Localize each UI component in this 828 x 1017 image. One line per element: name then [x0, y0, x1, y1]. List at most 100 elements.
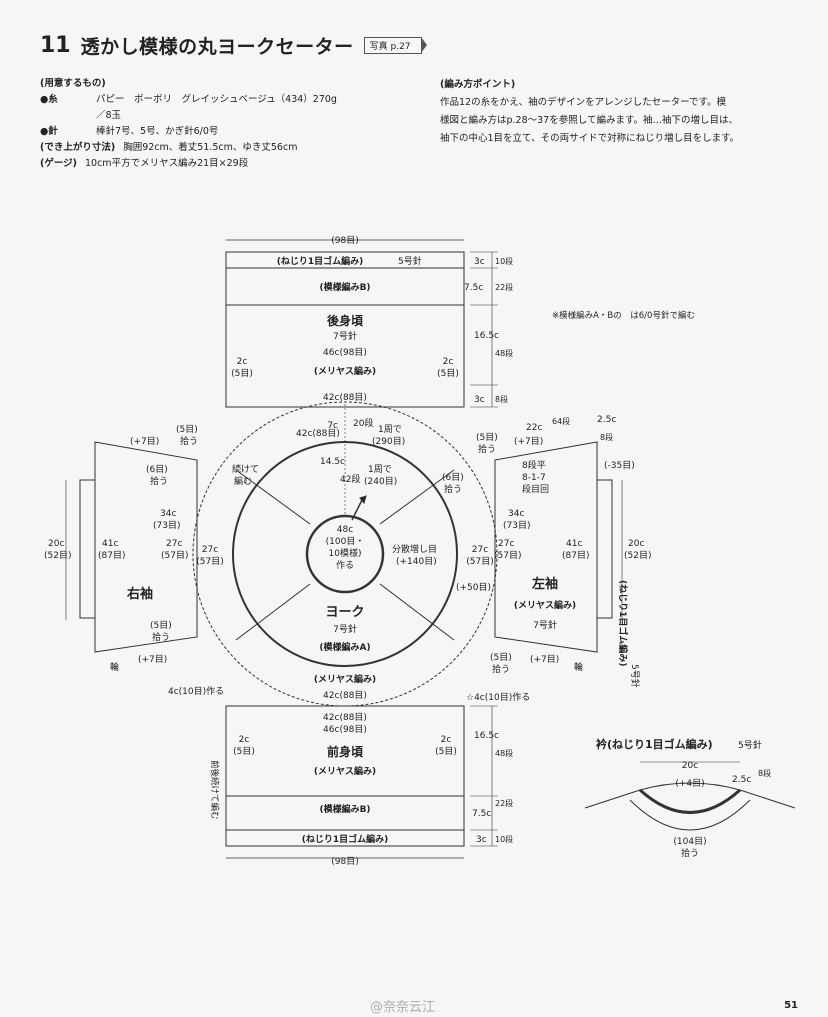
back-body-outline	[225, 251, 465, 408]
rs-5st-bottom: (5目)	[150, 620, 172, 631]
front-width-46: 46c(98目)	[323, 724, 367, 735]
tips-line-1: 作品12の糸をかえ、袖のデザインをアレンジしたセーターです。模	[440, 97, 727, 108]
tips-line-3: 袖下の中心1目を立て、その両サイドで対称にねじり増し目をします。	[440, 133, 740, 144]
ls-h34: 34c	[508, 509, 524, 519]
rs-h20: 20c	[48, 539, 64, 549]
yoke-240: (240目)	[364, 476, 397, 487]
gauge-label: (ゲージ)	[40, 158, 77, 169]
ls-minus35: (-35目)	[604, 460, 635, 471]
back-left-2c: 2c	[237, 357, 248, 367]
collar-h25: 2.5c	[732, 775, 751, 785]
back-r22: 22段	[495, 282, 513, 292]
front-pattern-b: (模様編みB)	[319, 803, 370, 815]
ls-r64: 64段	[552, 416, 570, 426]
back-pattern-b: (模様編みB)	[319, 281, 370, 293]
yoke-name: ヨーク	[325, 605, 364, 620]
front-bottom-width: (98目)	[331, 856, 358, 867]
rs-m73: (73目)	[153, 520, 180, 531]
rs-cuff-label: 輪	[110, 661, 119, 673]
front-left-5st: (5目)	[233, 746, 255, 757]
ls-needle: 7号針	[533, 619, 557, 631]
yoke-continue-2: 編む	[234, 475, 252, 487]
ls-h25: 2.5c	[597, 415, 616, 425]
yoke-round2: 1周で	[368, 464, 392, 475]
neck-100: (100目・	[326, 536, 365, 547]
ls-h41: 41c	[566, 539, 582, 549]
neck-circle	[305, 514, 385, 594]
back-h3: 3c	[474, 257, 485, 267]
front-r10: 10段	[495, 834, 513, 844]
page-header: 11 透かし模様の丸ヨークセーター 写真 p.27	[40, 32, 427, 59]
front-r48: 48段	[495, 748, 513, 758]
front-stockinette: (メリヤス編み)	[314, 765, 376, 777]
neck-make: 作る	[336, 559, 354, 571]
left-sleeve-cuff	[596, 479, 613, 619]
needle-value: 棒針7号、5号、かぎ針6/0号	[96, 126, 219, 137]
right-sleeve-cuff	[79, 479, 96, 619]
yoke-pattern-a: (模様編みA)	[319, 641, 370, 653]
ls-plus7-top: (+7目)	[514, 436, 543, 447]
back-width-46: 46c(98目)	[323, 347, 367, 358]
back-left-5st: (5目)	[231, 368, 253, 379]
rs-pick-bottom: 拾う	[152, 631, 170, 643]
neck-10: 10模様)	[329, 547, 362, 559]
front-rib-label: (ねじり1目ゴム編み)	[302, 833, 389, 845]
yoke-top-width: 42c(88目)	[296, 428, 340, 439]
back-h165: 16.5c	[474, 331, 499, 341]
ls-h22: 22c	[526, 423, 542, 433]
ls-h27: 27c	[498, 539, 514, 549]
yoke-round1: 1周で	[378, 424, 402, 435]
front-cast-on-left: 4c(10目)作る	[168, 685, 224, 697]
left-sleeve-name: 左袖	[532, 576, 558, 592]
yoke-r42: 42段	[340, 473, 360, 485]
yoke-plus50: (+50目)	[456, 582, 491, 593]
front-right-2c: 2c	[441, 735, 452, 745]
rs-pick-6: 拾う	[150, 475, 168, 487]
collar-104: (104目)	[673, 836, 706, 847]
yoke-needle: 7号針	[333, 623, 357, 635]
collar-title: 衿(ねじり1目ゴム編み)	[596, 737, 713, 751]
collar-outline	[584, 782, 796, 809]
collar-r8: 8段	[758, 768, 771, 778]
back-right-5st: (5目)	[437, 368, 459, 379]
tips-section: (編み方ポイント) 作品12の糸をかえ、袖のデザインをアレンジしたセーターです。…	[440, 76, 790, 148]
back-stockinette: (メリヤス編み)	[314, 365, 376, 377]
ls-cuff-label: 輪	[574, 661, 583, 673]
rs-pick-top: 拾う	[180, 435, 198, 447]
back-h3b: 3c	[474, 395, 485, 405]
front-side-note: 前後続けて編む	[209, 760, 220, 820]
ls-inc-3: 段目回	[522, 483, 549, 495]
materials-section: (用意するもの) ●糸パピー ボーボリ グレイッシュベージュ（434）270g …	[40, 76, 337, 172]
yoke-left-57: (57目)	[196, 556, 223, 567]
ls-inc-2: 8-1-7	[522, 473, 546, 483]
back-r48: 48段	[495, 348, 513, 358]
pattern-note: ※模様編みA・Bの は6/0号針で編む	[552, 310, 695, 321]
back-rib-needle: 5号針	[398, 255, 422, 267]
yarn-value-2: ／8玉	[96, 110, 122, 121]
photo-reference: 写真 p.27	[363, 37, 427, 54]
yoke-outer-circle	[192, 401, 498, 707]
yoke-right-57: (57目)	[466, 556, 493, 567]
ls-inc-1: 8段平	[522, 459, 546, 471]
back-top-width: (98目)	[331, 235, 358, 246]
watermark: @奈奈云江	[370, 1000, 436, 1015]
front-body-outline	[225, 705, 465, 847]
size-value: 胸囲92cm、着丈51.5cm、ゆき丈56cm	[123, 142, 298, 153]
rs-h27: 27c	[166, 539, 182, 549]
yoke-290: (290目)	[372, 436, 405, 447]
front-right-5st: (5目)	[435, 746, 457, 757]
back-h75: 7.5c	[464, 283, 483, 293]
rs-5st-top: (5目)	[176, 424, 198, 435]
yarn-value: パピー ボーボリ グレイッシュベージュ（434）270g	[96, 94, 337, 105]
ls-pick-top: 拾う	[478, 443, 496, 455]
front-h3: 3c	[476, 835, 487, 845]
front-width-42: 42c(88目)	[323, 712, 367, 723]
right-sleeve-name: 右袖	[126, 586, 153, 602]
ls-m52: (52目)	[624, 550, 651, 561]
neck-w48: 48c	[337, 525, 353, 535]
materials-heading: (用意するもの)	[40, 78, 106, 89]
left-sleeve-outline	[494, 441, 598, 653]
ls-h20: 20c	[628, 539, 644, 549]
ls-m87: (87目)	[562, 550, 589, 561]
